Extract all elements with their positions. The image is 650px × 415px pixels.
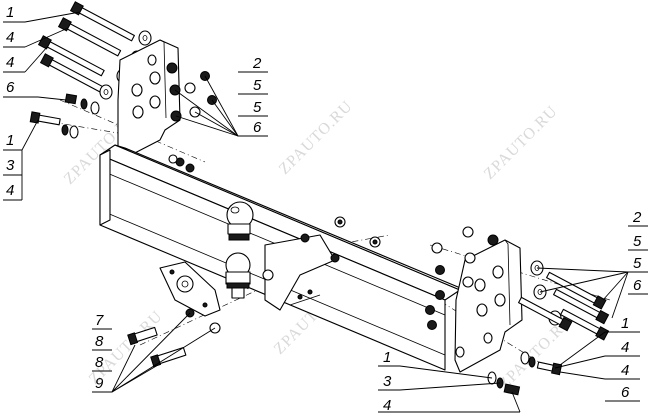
callout-label: 3	[383, 373, 392, 390]
callout-bottom-center: 1 3 4	[378, 349, 521, 414]
callout-label: 4	[6, 54, 14, 71]
callout-label: 4	[621, 362, 629, 379]
callout-mid-left: 1 3 4	[3, 119, 39, 201]
short-bolt-left	[29, 93, 100, 139]
callout-label: 8	[95, 354, 104, 371]
long-bolts-right	[518, 260, 610, 341]
callout-top-right-upper: 2 5 5 6	[174, 55, 268, 137]
callout-label: 4	[6, 182, 14, 199]
callout-label: 6	[621, 384, 630, 401]
watermark-2: ZPAUTO.RU	[276, 98, 356, 178]
callout-label: 6	[633, 277, 642, 294]
callout-top-left: 1 4 4 6	[3, 4, 81, 101]
short-bolt-bottom-right	[487, 351, 563, 396]
callout-label: 4	[621, 339, 629, 356]
callout-label: 5	[253, 77, 262, 94]
callout-label: 1	[6, 132, 14, 149]
callout-label: 1	[6, 4, 14, 21]
bolt-icon	[37, 35, 105, 77]
callout-label: 1	[621, 315, 629, 332]
callout-label: 4	[6, 29, 14, 46]
bolt-icon	[57, 17, 122, 57]
callout-label: 5	[633, 255, 642, 272]
callout-label: 9	[95, 375, 104, 392]
beam-nuts	[168, 154, 195, 173]
callout-label: 5	[253, 99, 262, 116]
tow-ball-upper	[226, 201, 254, 241]
socket-plate	[159, 261, 221, 317]
callout-label: 7	[95, 312, 104, 329]
left-mounting-bracket	[117, 39, 181, 159]
watermark-3: ZPAUTO.RU	[481, 103, 561, 183]
callout-label: 8	[95, 333, 104, 350]
nuts-right-plate	[425, 226, 499, 330]
callout-label: 2	[252, 55, 262, 72]
right-mounting-bracket	[454, 239, 523, 373]
callout-right-lower: 1 4 4 6	[554, 315, 640, 402]
callout-label: 3	[6, 157, 15, 174]
callout-label: 5	[633, 233, 642, 250]
callout-label: 1	[383, 349, 391, 366]
callout-label: 2	[632, 209, 642, 226]
callout-label: 4	[383, 397, 391, 414]
callout-label: 6	[6, 79, 15, 96]
ball-mount-bracket	[264, 234, 336, 311]
callout-bottom-left: 7 8 8 9	[92, 312, 216, 393]
nuts-top-left	[166, 62, 217, 122]
callout-label: 6	[253, 119, 262, 136]
tow-ball-lower	[225, 252, 251, 299]
bolt-icon	[69, 1, 135, 42]
callout-right-upper: 2 5 5 6	[536, 209, 648, 319]
